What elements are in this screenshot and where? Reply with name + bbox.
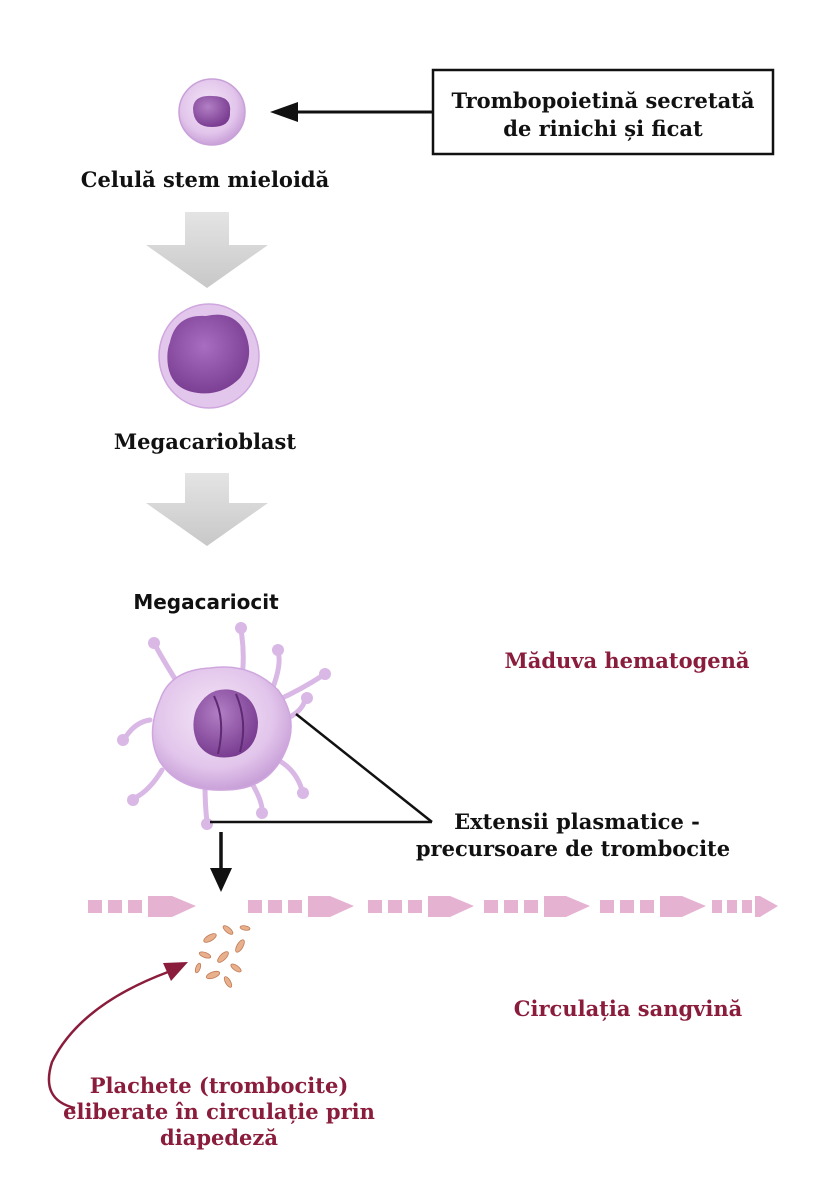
platelets-label-line1: Plachete (trombocite) bbox=[90, 1073, 349, 1098]
platelets-label-line3: diapedeză bbox=[160, 1125, 278, 1150]
step-arrow-1 bbox=[146, 212, 268, 288]
thrombopoietin-arrow bbox=[270, 102, 433, 122]
platelets-pointer bbox=[47, 962, 188, 1110]
release-arrow bbox=[210, 832, 232, 892]
megakaryocyte-cell bbox=[117, 622, 331, 830]
extensions-label-line2: precursoare de trombocite bbox=[416, 836, 730, 861]
bloodstream-label: Circulația sangvină bbox=[514, 996, 743, 1021]
step-arrow-2 bbox=[146, 473, 268, 546]
thrombopoietin-label-line2: de rinichi și ficat bbox=[503, 116, 703, 141]
thrombopoietin-label-line1: Trombopoietină secretată bbox=[452, 88, 755, 113]
extensions-label-line1: Extensii plasmatice - bbox=[454, 809, 700, 834]
platelets bbox=[194, 925, 251, 988]
thrombopoietin-box: Trombopoietină secretată de rinichi și f… bbox=[431, 68, 775, 156]
stem-cell-label: Celulă stem mieloidă bbox=[81, 167, 330, 192]
platelets-label-line2: eliberate în circulație prin bbox=[63, 1099, 375, 1124]
megakaryoblast-label: Megacarioblast bbox=[114, 429, 296, 454]
extensions-pointer-lines bbox=[210, 713, 433, 824]
bone-marrow-label: Măduva hematogenă bbox=[504, 648, 749, 673]
blood-flow-arrows bbox=[88, 896, 778, 917]
megakaryocyte-label: Megacariocit bbox=[133, 590, 279, 614]
megakaryoblast-cell bbox=[158, 303, 260, 409]
myeloid-stem-cell bbox=[178, 78, 246, 146]
